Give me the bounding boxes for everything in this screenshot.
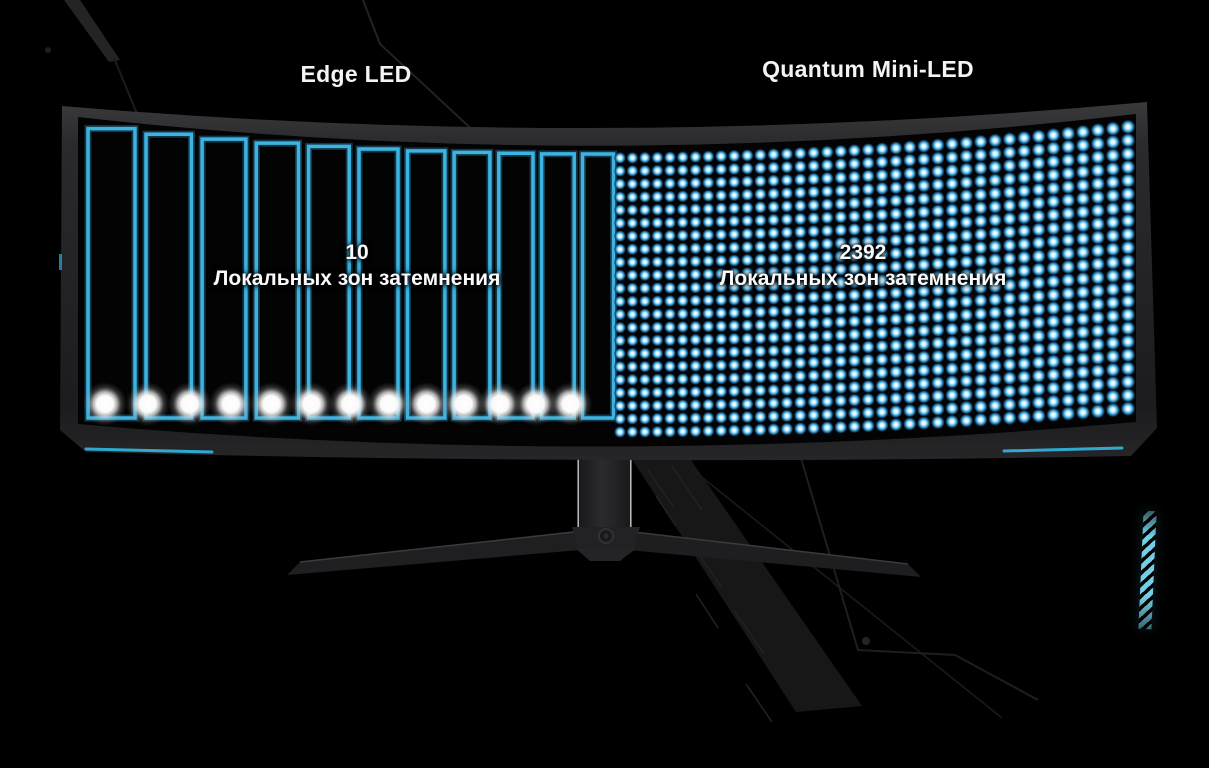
mini-led-grid: [613, 119, 1136, 439]
edge-led-title: Edge LED: [300, 61, 412, 87]
left-zone-count: 10: [345, 241, 369, 264]
bezel-accent-lights: [59, 254, 1124, 454]
right-zone-caption: 2392 Локальных зон затемнения: [683, 240, 1043, 292]
right-zone-count: 2392: [839, 241, 887, 264]
right-zone-label: Локальных зон затемнения: [719, 267, 1007, 290]
left-zone-caption: 10 Локальных зон затемнения: [177, 240, 537, 292]
circuit-trace-decoration: [45, 0, 1039, 723]
left-zone-label: Локальных зон затемнения: [213, 267, 501, 290]
edge-led-lights: [83, 382, 593, 426]
quantum-mini-led-title: Quantum Mini-LED: [762, 56, 974, 82]
